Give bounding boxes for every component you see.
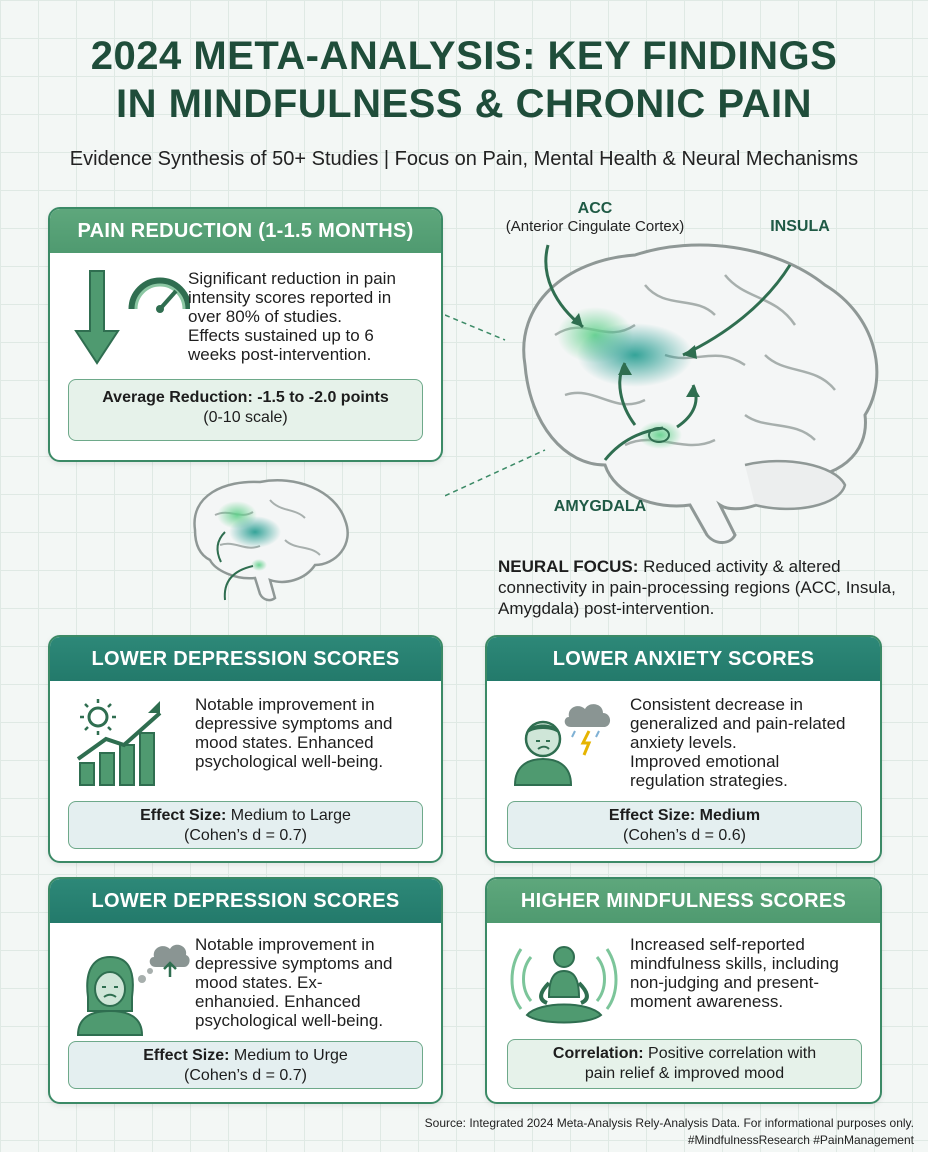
mindfulness-stat-label: Correlation: — [552, 1045, 644, 1062]
depression-1-stat-note: (Cohen’s d = 0.7) — [184, 827, 307, 844]
anxiety-card-text: Consistent decrease in generalized and p… — [630, 695, 880, 790]
sun-chart-icon — [76, 699, 162, 786]
depression-card-2-header: LOWER DEPRESSION SCORES — [50, 879, 441, 923]
page-subtitle: Evidence Synthesis of 50+ Studies | Focu… — [69, 148, 859, 170]
depression-card-2-text: Notable improvement in depressive sympto… — [195, 935, 440, 1030]
depression-1-line: mood states. Enhanced — [195, 733, 374, 752]
depression-2-line: enhanʊied. Enhanced — [195, 992, 361, 1011]
pain-card-text: Significant reduction in pain intensity … — [188, 269, 438, 364]
depression-card-1-header: LOWER DEPRESSION SCORES — [50, 637, 441, 681]
meditation-icon — [510, 946, 618, 1024]
pain-stat-label: Average Reduction: -1.5 to -2.0 points — [102, 389, 389, 406]
mindfulness-stat-box: Correlation: Positive correlation with p… — [507, 1039, 862, 1089]
small-brain-icon — [193, 479, 349, 602]
sad-woman-icon — [76, 944, 190, 1036]
depression-1-stat-box: Effect Size: Medium to Large (Cohen’s d … — [68, 801, 423, 849]
anxiety-stat-note: (Cohen’s d = 0.6) — [623, 827, 746, 844]
pain-text-line: over 80% of studies. — [188, 307, 343, 326]
anxiety-line: Improved emotional — [630, 752, 780, 771]
depression-2-stat-note: (Cohen’s d = 0.7) — [184, 1067, 307, 1084]
neural-focus-heading: NEURAL FOCUS: — [498, 557, 639, 576]
depression-1-line: psychological well-being. — [195, 752, 384, 771]
pain-reduction-card: PAIN REDUCTION (1-1.5 MONTHS) Significan… — [48, 207, 443, 462]
mindfulness-card: HIGHER MINDFULNESS SCORES Increased self… — [485, 877, 882, 1104]
depression-1-stat-value: Medium to Large — [226, 807, 351, 824]
depression-card-1: LOWER DEPRESSION SCORES Notable improvem… — [48, 635, 443, 863]
anxiety-line: anxiety levels. — [630, 733, 737, 752]
depression-2-line: depressive symptoms and — [195, 954, 393, 973]
anxiety-card-header: LOWER ANXIETY SCORES — [487, 637, 880, 681]
anxiety-stat-label: Effect Size: Medium — [608, 807, 761, 824]
mindfulness-line: mindfulness skills, including — [630, 954, 839, 973]
depression-card-2: LOWER DEPRESSION SCORES Notable improvem… — [48, 877, 443, 1104]
mindfulness-line: non-judging and present- — [630, 973, 820, 992]
depression-1-stat-label: Effect Size: — [140, 807, 227, 824]
mindfulness-line: moment awareness. — [630, 992, 784, 1011]
amygdala-label: AMYGDALA — [553, 498, 647, 515]
depression-2-line: psychological well-being. — [195, 1011, 384, 1030]
depression-2-line: Notable improvement in — [195, 935, 375, 954]
neural-focus-body: Reduced activity & altered connectivity … — [498, 557, 896, 618]
depression-2-line: mood states. Ex- — [195, 973, 323, 992]
down-arrow-gauge-icon — [74, 270, 190, 365]
mindfulness-stat-line2: pain relief & improved mood — [584, 1065, 785, 1082]
depression-2-stat-value: Medium to Urge — [229, 1047, 348, 1064]
anxiety-stat-box: Effect Size: Medium (Cohen’s d = 0.6) — [507, 801, 862, 849]
depression-1-line: Notable improvement in — [195, 695, 375, 714]
anxiety-line: regulation strategies. — [630, 771, 788, 790]
mindfulness-card-header: HIGHER MINDFULNESS SCORES — [487, 879, 880, 923]
mindfulness-stat-value: Positive correlation with — [643, 1045, 817, 1062]
acc-full-name: (Anterior Cingulate Cortex) — [505, 218, 685, 235]
acc-abbrev: ACC — [577, 200, 613, 217]
pain-text-line: Effects sustained up to 6 — [188, 326, 374, 345]
footer-tags: #MindfulnessResearch #PainManagement — [687, 1133, 914, 1147]
mindfulness-line: Increased self-reported — [630, 935, 805, 954]
title-line-2: IN MINDFULNESS & CHRONIC PAIN — [116, 82, 812, 126]
brain-illustration — [445, 243, 879, 544]
anxiety-line: generalized and pain-related — [630, 714, 846, 733]
pain-text-line: intensity scores reported in — [188, 288, 392, 307]
neural-focus-text: NEURAL FOCUS: Reduced activity & altered… — [498, 556, 898, 619]
pain-stat-note: (0-10 scale) — [203, 409, 288, 426]
footer-source: Source: Integrated 2024 Meta-Analysis Re… — [424, 1116, 914, 1130]
depression-2-stat-box: Effect Size: Medium to Urge (Cohen’s d =… — [68, 1041, 423, 1089]
page-title: 2024 META-ANALYSIS: KEY FINDINGS IN MIND… — [0, 32, 928, 128]
pain-text-line: Significant reduction in pain — [188, 269, 396, 288]
anxiety-card: LOWER ANXIETY SCORES Consistent decrease… — [485, 635, 882, 863]
depression-2-stat-label: Effect Size: — [143, 1047, 230, 1064]
title-line-1: 2024 META-ANALYSIS: KEY FINDINGS — [90, 34, 838, 78]
pain-card-header: PAIN REDUCTION (1-1.5 MONTHS) — [50, 209, 441, 253]
mindfulness-card-text: Increased self-reported mindfulness skil… — [630, 935, 880, 1011]
depression-card-1-text: Notable improvement in depressive sympto… — [195, 695, 440, 771]
anxious-person-icon — [513, 704, 611, 786]
insula-label: INSULA — [770, 218, 830, 235]
acc-label: ACC (Anterior Cingulate Cortex) — [495, 200, 695, 235]
pain-stat-box: Average Reduction: -1.5 to -2.0 points (… — [68, 379, 423, 441]
anxiety-line: Consistent decrease in — [630, 695, 803, 714]
depression-1-line: depressive symptoms and — [195, 714, 393, 733]
pain-text-line: weeks post-intervention. — [188, 345, 372, 364]
